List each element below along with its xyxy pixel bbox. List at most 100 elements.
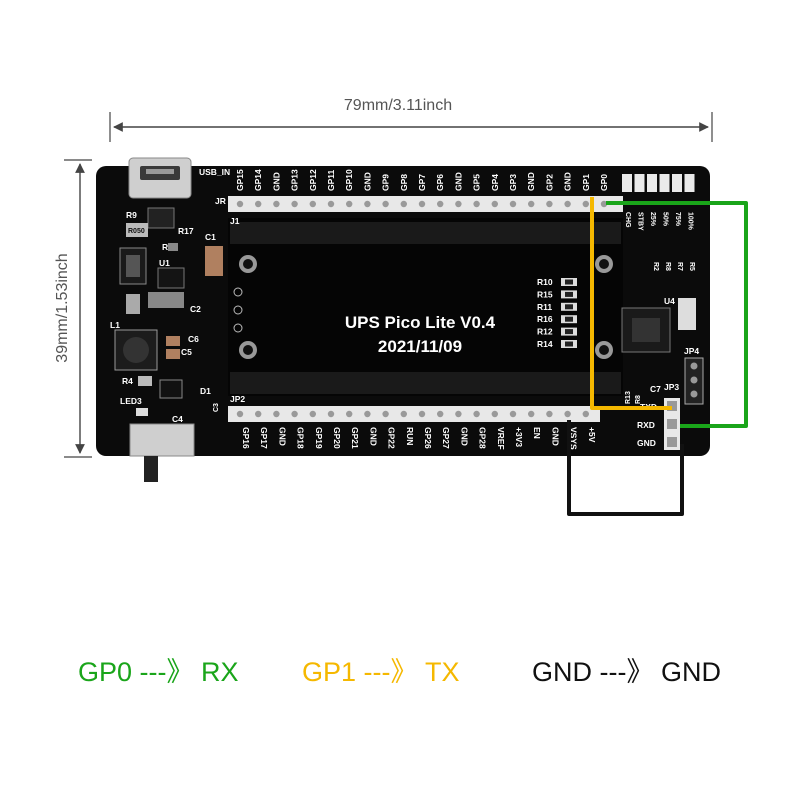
top-pin-hole (546, 200, 553, 208)
bottom-pin-label: GP20 (332, 427, 342, 449)
bottom-pin-label: GP22 (387, 427, 397, 449)
top-pin-label: GND (362, 172, 372, 191)
top-pin-label: GP10 (344, 169, 354, 191)
top-pin-label: GP12 (308, 169, 318, 191)
wire-gp0-to-rxd (606, 201, 748, 428)
bottom-pin-hole (327, 410, 335, 418)
wire-gp1-to-txd (590, 197, 672, 410)
top-pin-hole (255, 200, 262, 208)
bottom-pin-hole (418, 410, 426, 418)
bottom-pin-hole (564, 410, 571, 418)
label-jp4: JP4 (684, 346, 699, 356)
label-u1: U1 (159, 258, 170, 268)
top-pin-hole (509, 200, 517, 208)
label-c5: C5 (181, 347, 192, 357)
legend-gp1: GP1 ---》 TX (302, 657, 460, 687)
resistor-body (565, 279, 573, 285)
resistor-label: R15 (537, 289, 553, 299)
top-pin-hole (528, 200, 535, 208)
wire-gnd-to-gnd (567, 420, 684, 516)
bottom-pin-label: GP17 (259, 427, 269, 449)
label-c1: C1 (205, 232, 216, 242)
top-pin-hole (400, 200, 407, 208)
usb-connector: USB_IN (128, 157, 230, 199)
label-r13: R13 (625, 391, 632, 404)
top-pin-hole (418, 200, 426, 208)
resistor-label: R11 (537, 302, 552, 312)
label-c7: C7 (650, 384, 661, 394)
label-c2: C2 (190, 304, 201, 314)
bottom-pin-hole (346, 410, 353, 418)
resistor-body (565, 291, 573, 297)
pcb-board: USB_IN R17 R9 R050 R3 U1 C1 C2 L1 C6 C5 (96, 157, 710, 482)
label-r8b: R8 (635, 395, 642, 404)
bottom-pin-hole (491, 410, 498, 418)
bottom-pin-hole (236, 410, 244, 418)
top-pin-hole (564, 200, 571, 208)
right-resistor-label: R2 (652, 262, 659, 271)
label-j1: J1 (230, 216, 240, 226)
bottom-pin-hole (382, 410, 389, 418)
label-r9: R9 (126, 210, 137, 220)
label-r17: R17 (178, 226, 194, 236)
top-pin-label: GP5 (472, 174, 482, 191)
top-pin-hole (455, 200, 462, 208)
label-c4: C4 (172, 414, 183, 424)
bottom-pin-hole (364, 410, 371, 418)
resistor-label: R14 (537, 339, 553, 349)
label-jp2: JP2 (230, 394, 245, 404)
bottom-pin-hole (400, 410, 407, 418)
indicator-label: 25% (649, 212, 656, 227)
top-pin-label: GND (453, 172, 463, 191)
top-pin-label: GP11 (326, 169, 336, 191)
top-pin-label: GND (271, 172, 281, 191)
bottom-pin-hole (309, 410, 316, 418)
top-pin-label: GP13 (290, 169, 300, 191)
bottom-pin-hole (546, 410, 553, 418)
height-label: 39mm/1.53inch (54, 253, 71, 362)
indicator-label: 75% (674, 212, 681, 227)
bottom-pin-label: +3V3 (514, 427, 524, 447)
label-d1: D1 (200, 386, 211, 396)
top-pin-label: GND (526, 172, 536, 191)
height-dimension: 39mm/1.53inch (54, 159, 92, 458)
indicator-leds (622, 174, 695, 192)
top-pin-label: GP15 (235, 169, 245, 191)
label-jr: JR (215, 196, 226, 206)
bottom-pin-label: GP18 (296, 427, 306, 449)
top-pin-label: GND (563, 172, 573, 191)
width-dimension: 79mm/3.11inch (109, 97, 713, 142)
label-l1: L1 (110, 320, 120, 330)
board-title: UPS Pico Lite V0.4 (345, 313, 496, 332)
bottom-pin-label: VREF (496, 427, 506, 450)
power-switch[interactable] (129, 423, 195, 482)
top-pin-label: GP7 (417, 174, 427, 191)
top-pin-label: GP0 (599, 174, 609, 191)
jp3-gnd-label: GND (637, 438, 656, 448)
bottom-pin-label: +5V (587, 427, 597, 443)
bottom-pin-hole (582, 410, 589, 418)
top-pin-hole (236, 200, 244, 208)
bottom-pin-label: EN (532, 427, 542, 439)
bottom-pin-hole (509, 410, 517, 418)
bottom-pin-label: GP26 (423, 427, 433, 449)
indicator-led (634, 174, 645, 192)
top-pin-hole (382, 200, 389, 208)
indicator-label: 100% (687, 212, 694, 231)
top-pin-hole (600, 200, 608, 208)
resistor-body (565, 316, 573, 322)
top-pin-hole (582, 200, 589, 208)
bottom-pin-hole (528, 410, 535, 418)
indicator-led (647, 174, 657, 192)
bottom-pin-hole (273, 410, 280, 418)
legend-gp0: GP0 ---》 RX (78, 657, 239, 687)
bottom-pin-hole (473, 410, 480, 418)
resistor-body (565, 329, 573, 335)
top-pin-hole (364, 200, 371, 208)
bottom-pin-hole (455, 410, 462, 418)
label-c3: C3 (213, 403, 220, 412)
label-r3: R3 (162, 242, 173, 252)
